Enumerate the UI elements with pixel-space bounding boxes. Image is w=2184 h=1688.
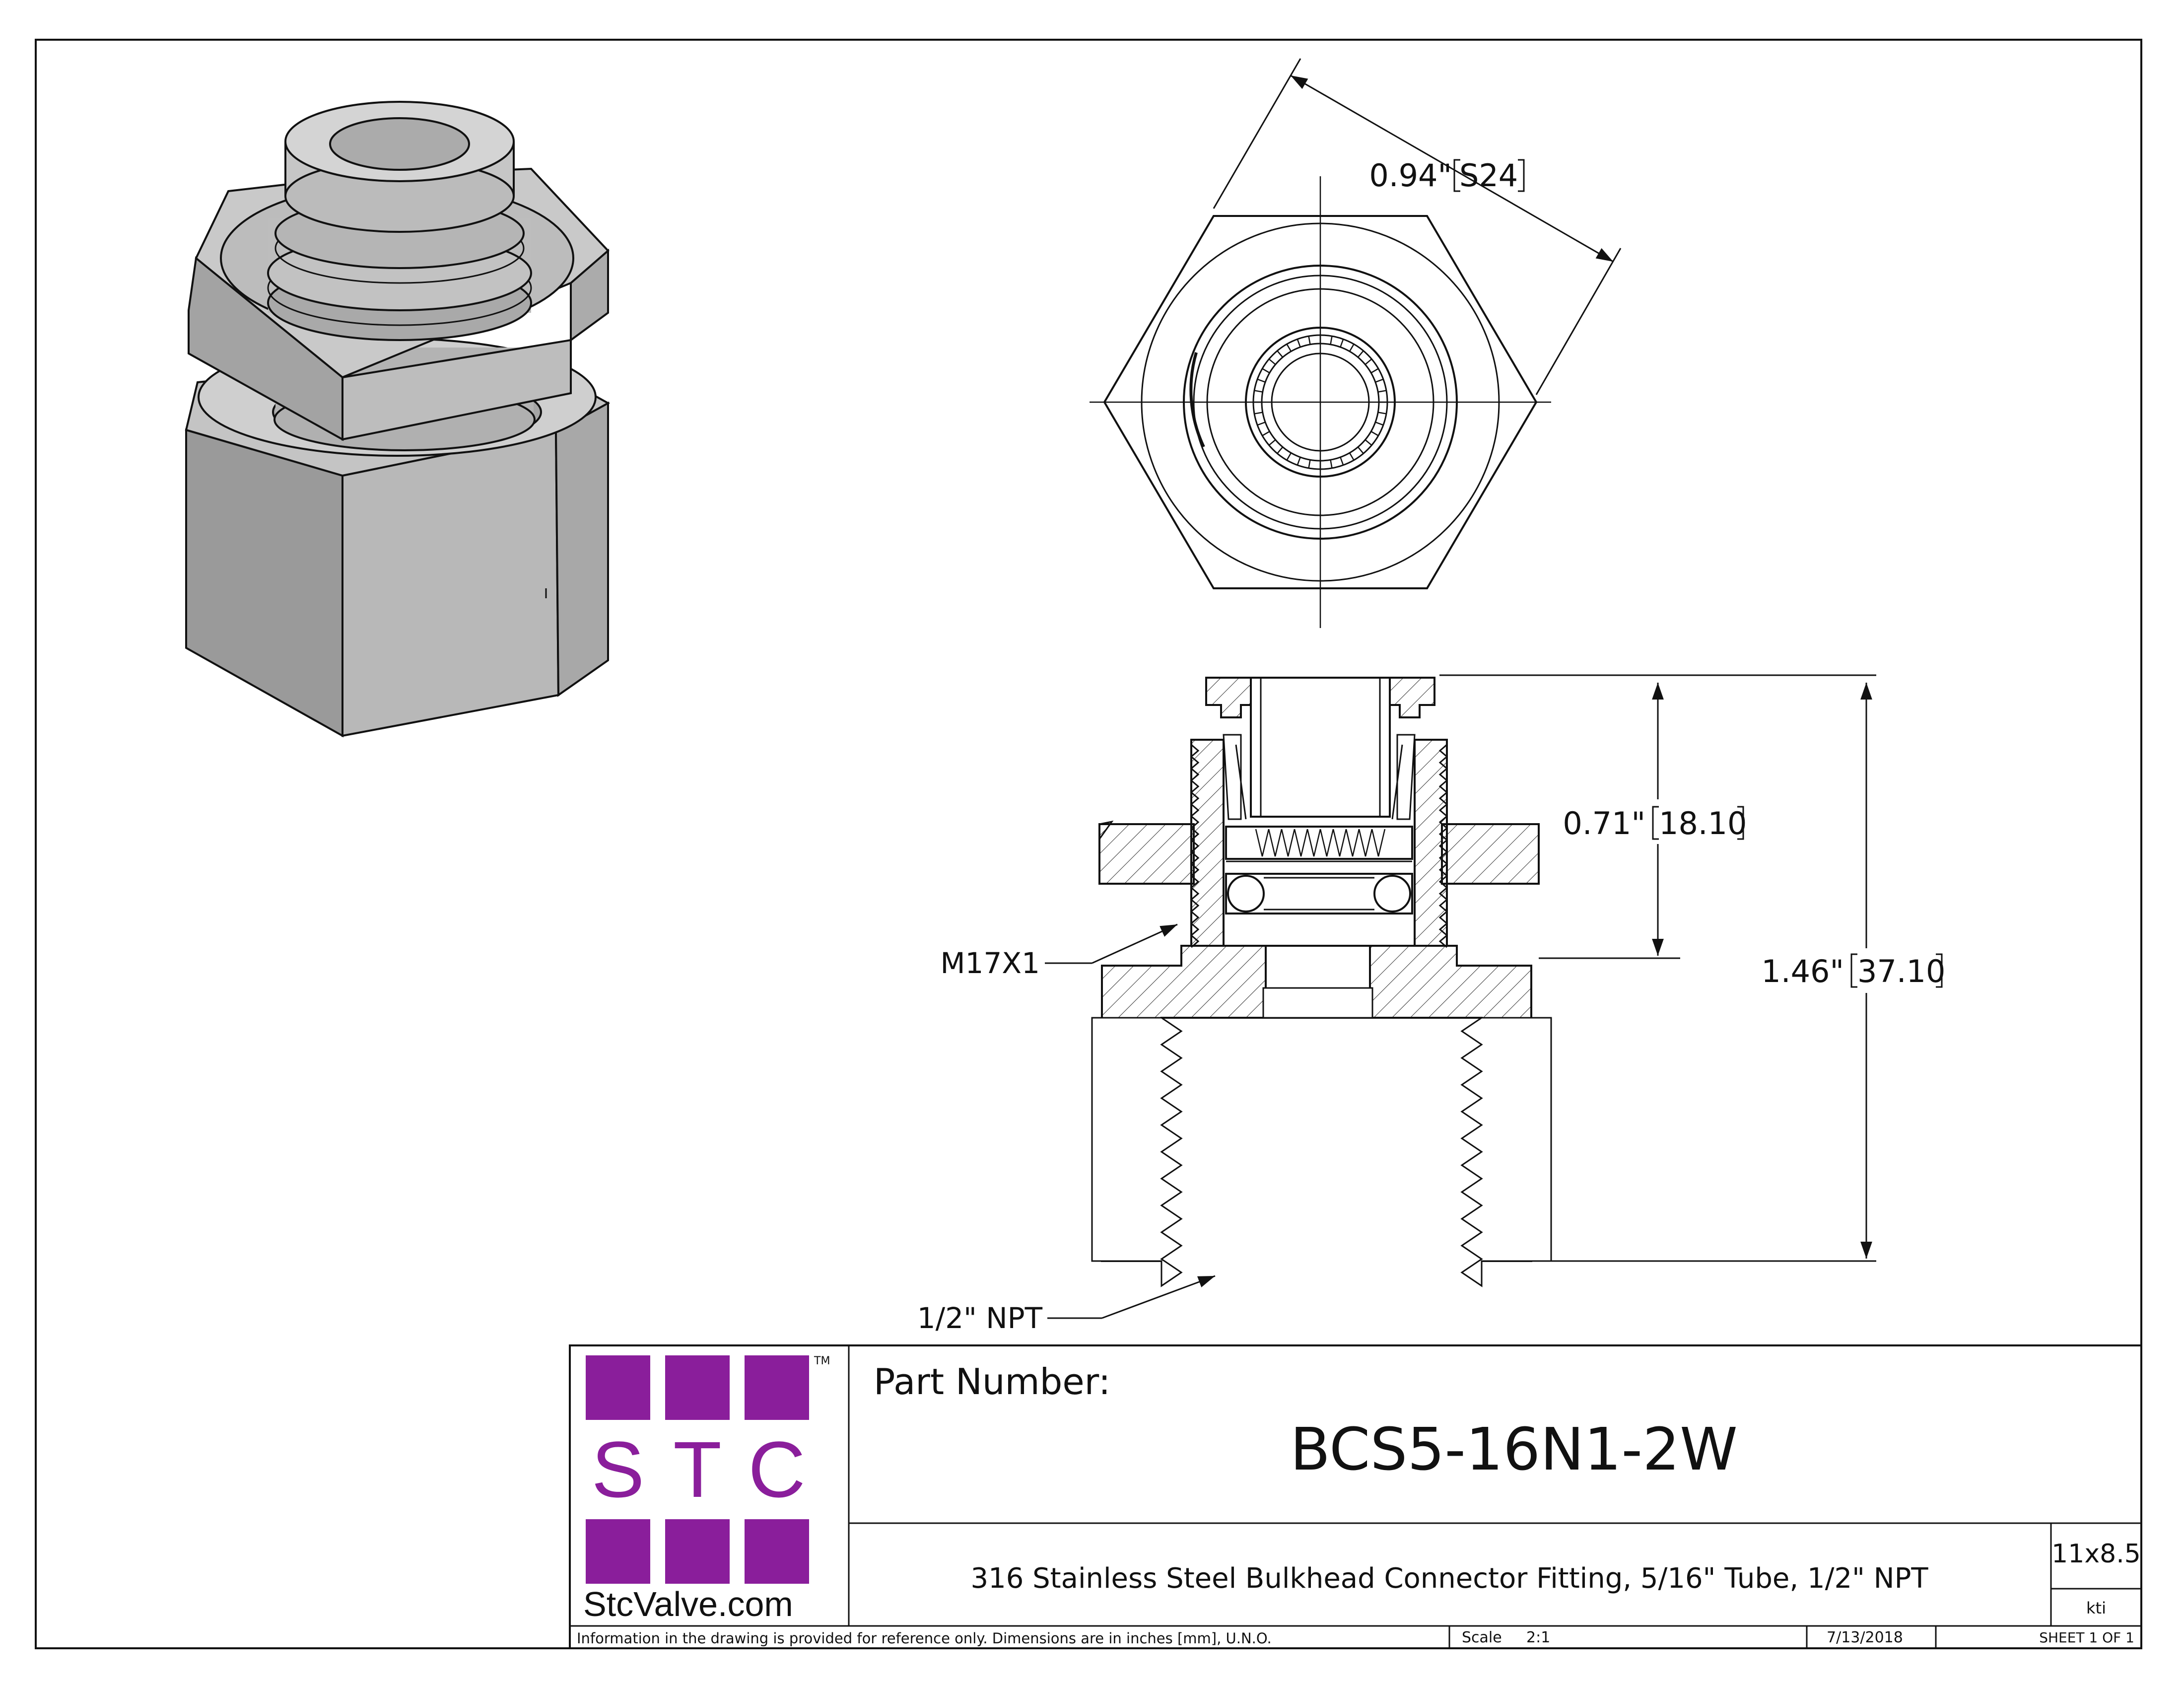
- logo-trademark: TM: [814, 1355, 830, 1367]
- logo-website: StcValve.com: [583, 1585, 793, 1623]
- part-description: 316 Stainless Steel Bulkhead Connector F…: [970, 1562, 1928, 1595]
- drawn-by: kti: [2086, 1599, 2106, 1618]
- collet-teeth: [1253, 335, 1387, 469]
- part-number-label: Part Number:: [874, 1361, 1110, 1403]
- thread-length-inches: 0.71": [1563, 805, 1645, 842]
- sheet-number: SHEET 1 OF 1: [2039, 1629, 2134, 1646]
- port-thread-callout: 1/2" NPT: [917, 1301, 1043, 1335]
- logo-letter-c: C: [748, 1425, 806, 1514]
- scale-value: 2:1: [1526, 1629, 1550, 1646]
- front-view: [1090, 176, 1551, 628]
- drawing-note: Information in the drawing is provided f…: [577, 1630, 1272, 1647]
- across-flats-dim-text: 0.94" S24: [1369, 157, 1525, 194]
- dimension-across-flats: [1213, 58, 1622, 395]
- overall-length-metric: 37.10: [1857, 953, 1946, 989]
- isometric-view: [185, 101, 611, 738]
- title-block: [569, 1344, 2142, 1649]
- thread-length-dim-text: 0.71" 18.10: [1559, 799, 1757, 844]
- bulkhead-thread-callout: M17X1: [941, 946, 1040, 980]
- drawing-date: 7/13/2018: [1827, 1629, 1903, 1646]
- overall-length-dim-text: 1.46" 37.10: [1760, 948, 1948, 993]
- thread-length-metric: 18.10: [1659, 805, 1747, 842]
- section-view: [1091, 677, 1552, 1287]
- logo-letter-s: S: [592, 1425, 645, 1514]
- across-flats-inches: 0.94": [1369, 157, 1452, 194]
- logo-letter-t: T: [673, 1425, 722, 1514]
- scale-label: Scale: [1462, 1629, 1502, 1646]
- across-flats-metric: S24: [1459, 157, 1518, 194]
- sheet-size: 11x8.5: [2051, 1539, 2141, 1569]
- part-number: BCS5-16N1-2W: [1290, 1415, 1738, 1483]
- overall-length-inches: 1.46": [1761, 953, 1844, 989]
- stc-logo: S T C TM StcValve.com: [583, 1355, 830, 1623]
